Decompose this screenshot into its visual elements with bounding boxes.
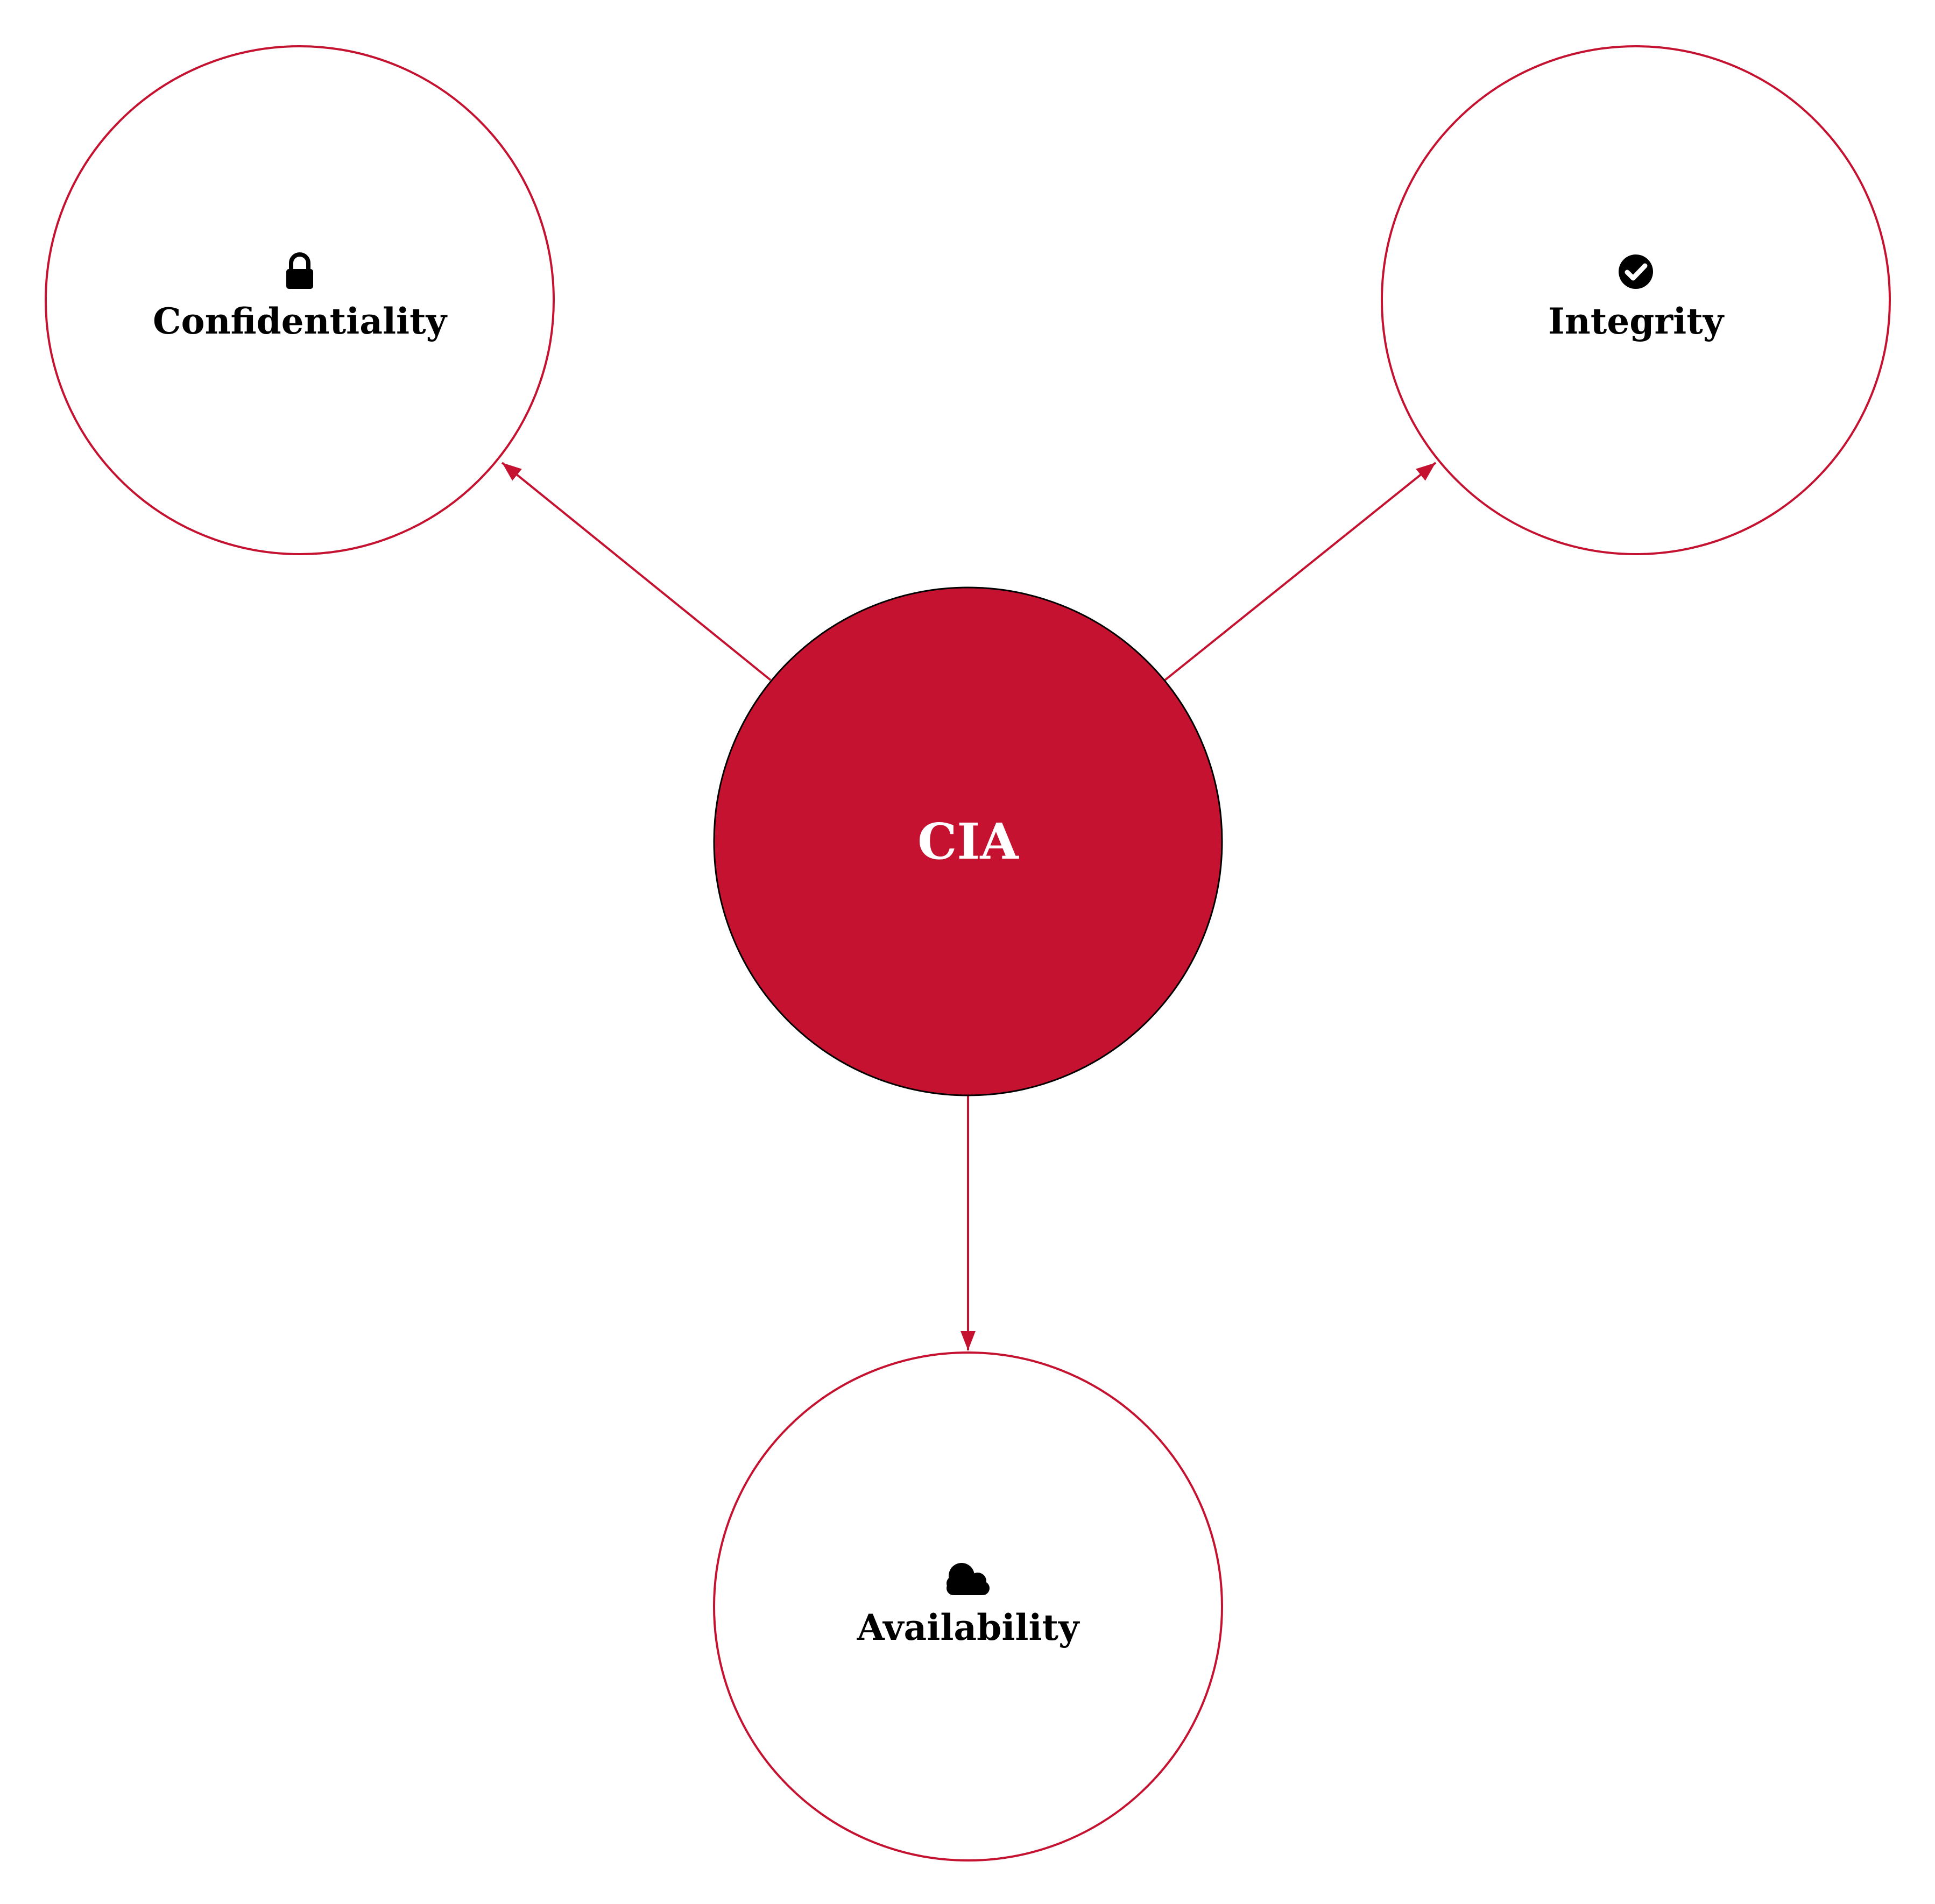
edge-cia-to-integrity xyxy=(1164,462,1437,681)
center-label: CIA xyxy=(917,812,1019,870)
pillar-node-confidentiality: Confidentiality xyxy=(45,45,555,555)
pillar-label-integrity: Integrity xyxy=(1548,300,1725,342)
pillar-node-availability: Availability xyxy=(713,1351,1223,1861)
center-circle xyxy=(713,586,1223,1096)
edge-cia-to-confidentiality xyxy=(501,462,772,681)
pillar-circle-availability xyxy=(713,1351,1223,1861)
pillar-label-confidentiality: Confidentiality xyxy=(153,300,448,342)
pillar-circle-integrity xyxy=(1381,45,1891,555)
cloud-icon xyxy=(947,1563,990,1595)
pillar-circle-confidentiality xyxy=(45,45,555,555)
check-circle-icon xyxy=(1619,254,1653,289)
center-node: CIA xyxy=(713,586,1223,1096)
pillar-node-integrity: Integrity xyxy=(1381,45,1891,555)
pillar-label-availability: Availability xyxy=(857,1606,1080,1648)
lock-icon xyxy=(286,252,313,289)
